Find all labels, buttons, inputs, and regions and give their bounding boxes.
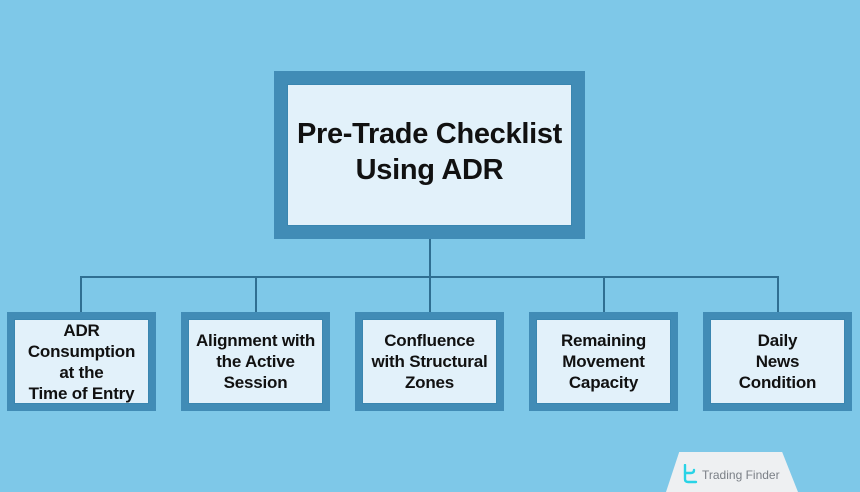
- child-node-label: Confluence with Structural Zones: [371, 331, 488, 392]
- child-node-session-alignment: Alignment with the Active Session: [181, 312, 330, 411]
- watermark-text: Trading Finder: [702, 468, 780, 482]
- root-node-title: Pre-Trade Checklist Using ADR: [296, 118, 563, 186]
- root-node: Pre-Trade Checklist Using ADR: [274, 71, 585, 239]
- child-node-remaining-capacity: Remaining Movement Capacity: [529, 312, 678, 411]
- trading-finder-logo-icon: [683, 464, 698, 484]
- connector-stub-1: [80, 276, 82, 312]
- child-node-adr-consumption: ADR Consumption at the Time of Entry: [7, 312, 156, 411]
- connector-stub-2: [255, 276, 257, 312]
- child-node-news-condition: Daily News Condition: [703, 312, 852, 411]
- connector-stub-5: [777, 276, 779, 312]
- watermark-badge: Trading Finder: [666, 452, 798, 492]
- child-node-label: Remaining Movement Capacity: [560, 331, 647, 392]
- child-node-label: Daily News Condition: [738, 331, 817, 392]
- child-node-label: Alignment with the Active Session: [195, 331, 316, 392]
- child-node-label: ADR Consumption at the Time of Entry: [27, 320, 136, 403]
- connector-trunk: [429, 239, 431, 277]
- connector-stub-3: [429, 276, 431, 312]
- connector-stub-4: [603, 276, 605, 312]
- child-node-structural-confluence: Confluence with Structural Zones: [355, 312, 504, 411]
